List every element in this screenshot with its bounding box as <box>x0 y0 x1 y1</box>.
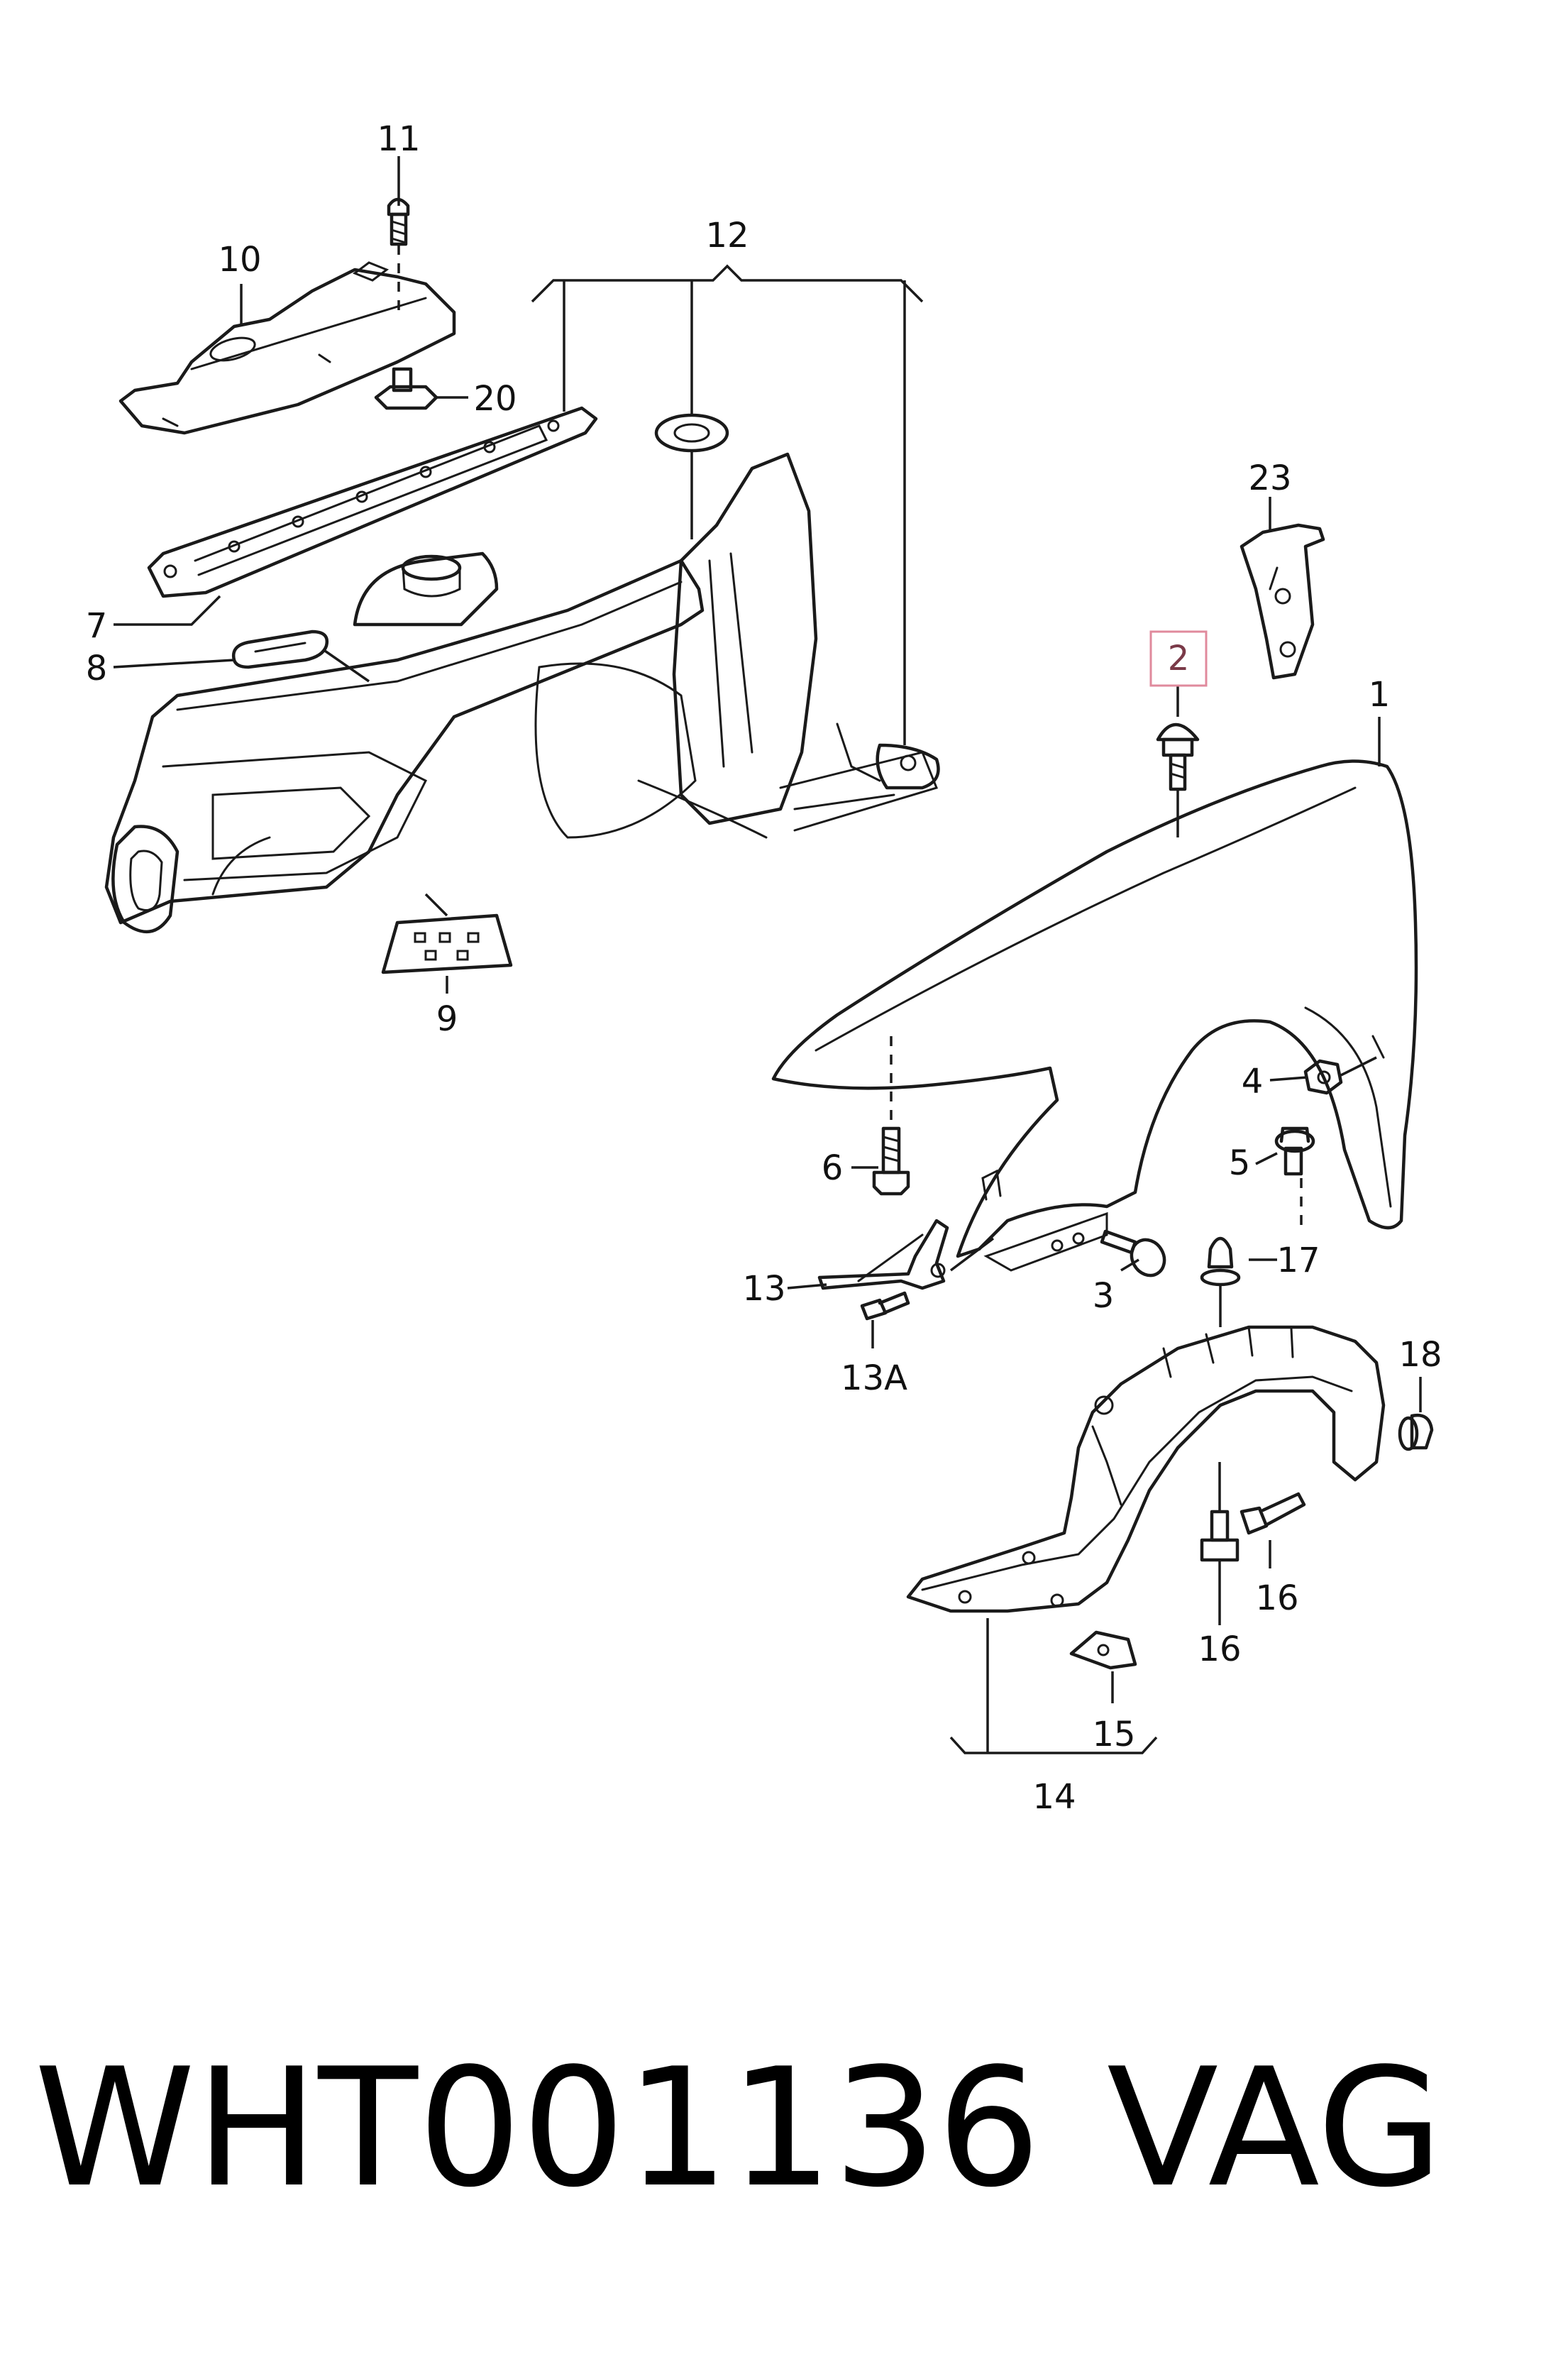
callout-5: 5 <box>1229 1143 1251 1183</box>
clip-part-15 <box>1069 1630 1137 1670</box>
callout-1: 1 <box>1369 675 1391 715</box>
callout-15: 15 <box>1092 1715 1135 1754</box>
bolt-part-16-a <box>1240 1492 1306 1535</box>
slotted-pad-part-8 <box>231 630 329 669</box>
grommet-part-12 <box>654 413 729 453</box>
callout-4: 4 <box>1242 1062 1264 1101</box>
callout-13a: 13A <box>841 1358 907 1398</box>
front-fender-part-1 <box>771 759 1418 1272</box>
clip-part-18 <box>1398 1413 1434 1451</box>
screw-part-3 <box>1100 1229 1166 1277</box>
bolt-part-13a <box>860 1291 910 1321</box>
brand-name: VAG <box>1107 2034 1444 2224</box>
bolt-part-16-b <box>1200 1510 1240 1562</box>
clip-nut-part-20 <box>374 367 438 410</box>
callout-11: 11 <box>377 119 420 159</box>
bolt-part-11 <box>387 197 410 246</box>
front-body-structure <box>104 452 940 934</box>
bracket-plate-part-9 <box>381 913 513 974</box>
bracket-part-13 <box>817 1219 949 1290</box>
callout-3: 3 <box>1093 1276 1115 1316</box>
bolt-part-6 <box>872 1126 910 1196</box>
cover-panel-part-10 <box>118 261 456 435</box>
callout-2: 2 <box>1168 639 1190 678</box>
caption-bar: WHT001136 VAG <box>0 2016 1568 2243</box>
part-number: WHT001136 <box>34 2034 1041 2224</box>
callout-12: 12 <box>705 216 749 255</box>
callout-17: 17 <box>1276 1241 1320 1280</box>
callout-8: 8 <box>86 649 108 688</box>
clip-part-17 <box>1200 1236 1241 1287</box>
callout-13: 13 <box>742 1269 785 1309</box>
callout-20: 20 <box>473 379 517 419</box>
callout-23: 23 <box>1248 458 1291 498</box>
leader-lines <box>113 156 1422 1754</box>
highlight-box-callout-2 <box>1149 630 1208 687</box>
bracket-part-23 <box>1240 523 1325 680</box>
callout-16-right: 16 <box>1255 1578 1298 1618</box>
bolt-part-5 <box>1274 1126 1315 1176</box>
callout-9: 9 <box>436 999 458 1039</box>
callout-14: 14 <box>1032 1777 1076 1817</box>
callout-18: 18 <box>1398 1335 1442 1375</box>
callout-10: 10 <box>218 240 261 280</box>
callout-7: 7 <box>86 606 108 646</box>
callout-6: 6 <box>822 1148 844 1188</box>
upper-reinforcement-part-7 <box>147 406 598 598</box>
callout-16-bottom: 16 <box>1198 1629 1241 1669</box>
wheel-arch-liner-part-14 <box>906 1325 1386 1613</box>
clip-bolt-part-2 <box>1156 722 1200 791</box>
nut-part-4 <box>1303 1059 1343 1095</box>
callout-labels: 1 2 3 4 5 6 7 8 9 10 11 12 13 13A 14 15 … <box>86 119 1442 1817</box>
